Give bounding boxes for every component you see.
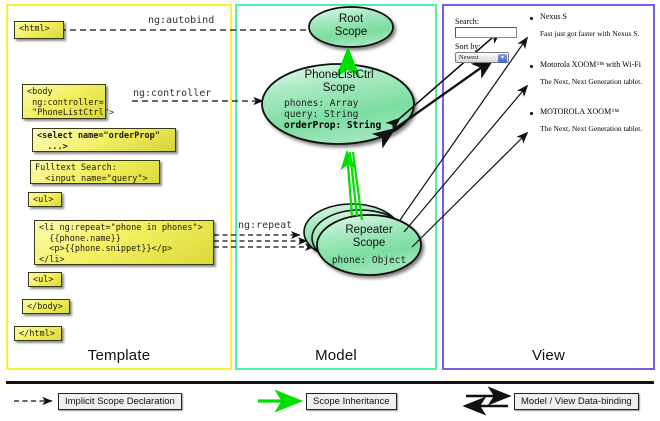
phone-name-3[interactable]: MOTOROLA XOOM™ bbox=[540, 107, 620, 116]
legend-data-binding: Model / View Data-binding bbox=[514, 393, 639, 410]
fulltext-search-box: Fulltext Search: <input name="query"> bbox=[30, 160, 160, 184]
arrow-ng-repeat bbox=[214, 231, 315, 251]
list-bullet-icon bbox=[530, 65, 533, 68]
phone-snippet-3: The Next, Next Generation tablet. bbox=[540, 124, 643, 133]
column-label-template: Template bbox=[87, 347, 151, 364]
ul-close-box: <ul> bbox=[28, 272, 62, 287]
column-label-model: Model bbox=[315, 347, 357, 364]
chevron-down-icon[interactable]: ▾ bbox=[498, 54, 507, 63]
list-bullet-icon bbox=[530, 17, 533, 20]
column-label-view: View bbox=[531, 347, 566, 364]
body-close-box: </body> bbox=[22, 299, 70, 314]
legend-implicit-scope: Implicit Scope Declaration bbox=[58, 393, 182, 410]
scope-phonelistctrl-ellipse bbox=[261, 63, 415, 145]
list-bullet-icon bbox=[530, 112, 533, 115]
phone-snippet-1: Fast just got faster with Nexus S. bbox=[540, 29, 640, 38]
search-label: Search: bbox=[455, 17, 479, 26]
label-ng-autobind: ng:autobind bbox=[148, 15, 215, 26]
select-orderprop-box: <select name="orderProp" ...> bbox=[32, 128, 176, 152]
html-open-box: <html> bbox=[14, 21, 64, 39]
arrow-binding-phone-3 bbox=[411, 131, 529, 248]
label-ng-repeat: ng:repeat bbox=[238, 220, 293, 231]
phone-name-2[interactable]: Motorola XOOM™ with Wi-Fi bbox=[540, 60, 641, 69]
body-controller-box: <body ng:controller= "PhoneListCtrl"> bbox=[22, 84, 114, 119]
legend-scope-inheritance: Scope Inheritance bbox=[306, 393, 397, 410]
sort-by-select[interactable]: Newest ▾ bbox=[455, 52, 509, 63]
sort-by-selected-value: Newest bbox=[459, 54, 479, 61]
label-ng-controller: ng:controller bbox=[133, 88, 212, 99]
html-close-box: </html> bbox=[14, 326, 62, 341]
search-input[interactable] bbox=[455, 27, 517, 38]
arrow-binding-query bbox=[385, 29, 502, 132]
scope-repeater-stack bbox=[303, 203, 422, 276]
legend-divider bbox=[6, 381, 654, 384]
arrow-binding-phone-1 bbox=[399, 36, 529, 221]
phone-snippet-2: The Next, Next Generation tablet. bbox=[540, 77, 643, 86]
arrow-binding-phone-2 bbox=[403, 84, 529, 233]
legend-glyph-double bbox=[462, 386, 512, 416]
sort-by-label: Sort by: bbox=[455, 42, 481, 51]
arrow-binding-orderprop bbox=[371, 58, 495, 149]
li-repeat-box: <li ng:repeat="phone in phones"> {{phone… bbox=[34, 220, 214, 265]
scope-root-ellipse bbox=[308, 6, 394, 48]
phone-name-1[interactable]: Nexus S bbox=[540, 12, 567, 21]
ul-open-box: <ul> bbox=[28, 192, 62, 207]
arrow-scope-inheritance-repeater bbox=[340, 149, 364, 221]
